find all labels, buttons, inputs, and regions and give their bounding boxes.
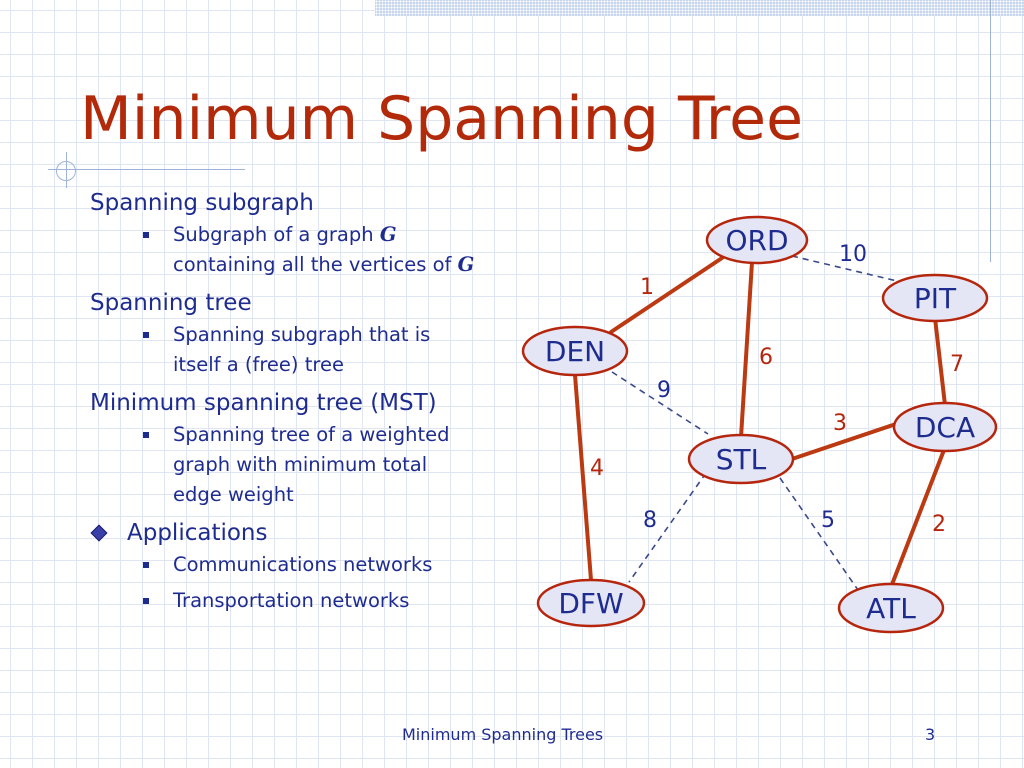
weight-pit-dca: 7	[950, 352, 964, 377]
sub-bullet-text: containing all the vertices of	[173, 253, 458, 276]
edge-den-stl	[611, 371, 709, 435]
sub-bullet-subgraph-definition: Subgraph of a graph G containing all the…	[90, 220, 530, 280]
sub-bullet-text: graph with minimum total	[173, 453, 428, 476]
bullet-text: Spanning tree	[90, 290, 252, 316]
crosshair-ornament-line	[66, 152, 67, 188]
sub-bullet-text: itself a (free) tree	[173, 353, 344, 376]
node-label: STL	[716, 443, 767, 476]
node-label: DEN	[545, 335, 605, 368]
square-bullet-icon	[143, 598, 149, 604]
weight-stl-dfw: 8	[643, 508, 657, 533]
node-stl: STL	[687, 433, 795, 485]
sub-bullet-communications: Communications networks	[90, 550, 530, 580]
bullet-mst: Minimum spanning tree (MST)	[90, 386, 530, 420]
edge-ord-pit	[791, 255, 898, 282]
bullet-text: Applications	[127, 520, 268, 546]
sub-bullet-text: Subgraph of a graph	[173, 223, 380, 246]
node-label: PIT	[914, 282, 957, 315]
graph-symbol: G	[457, 253, 475, 276]
square-bullet-icon	[143, 562, 149, 568]
sub-bullet-transportation: Transportation networks	[90, 586, 530, 616]
edge-pit-dca	[933, 316, 947, 407]
sub-bullet-text: Spanning tree of a weighted	[173, 423, 450, 446]
node-pit: PIT	[881, 273, 989, 323]
bullet-spanning-subgraph: Spanning subgraph	[90, 186, 530, 220]
node-atl: ATL	[837, 582, 945, 634]
edge-dca-atl	[889, 448, 946, 589]
bullet-text: Minimum spanning tree (MST)	[90, 390, 437, 416]
node-label: DCA	[915, 411, 975, 444]
bullet-applications: Applications	[90, 516, 530, 550]
sub-bullet-text: edge weight	[173, 483, 294, 506]
node-dca: DCA	[892, 401, 998, 453]
node-den: DEN	[521, 325, 629, 377]
sub-bullet-mst-definition: Spanning tree of a weighted graph with m…	[90, 420, 530, 510]
title-underline-rule	[48, 169, 245, 170]
weight-den-dfw: 4	[590, 456, 604, 481]
header-decoration-band	[375, 0, 1024, 16]
node-label: ORD	[725, 224, 788, 257]
weight-dca-atl: 2	[932, 512, 946, 537]
sub-bullet-text: Communications networks	[173, 553, 433, 576]
bullet-list: Spanning subgraph Subgraph of a graph G …	[90, 186, 530, 622]
square-bullet-icon	[143, 432, 149, 438]
node-ord: ORD	[705, 215, 809, 265]
square-bullet-icon	[143, 332, 149, 338]
edge-stl-dca	[790, 422, 898, 461]
node-label: DFW	[558, 587, 623, 620]
weight-ord-den: 1	[640, 275, 654, 300]
weight-ord-stl: 6	[759, 345, 773, 370]
right-decoration-rule	[990, 0, 991, 262]
edge-ord-stl	[739, 260, 754, 439]
square-bullet-icon	[143, 232, 149, 238]
weight-den-stl: 9	[657, 378, 671, 403]
node-label: ATL	[866, 592, 916, 625]
slide-title: Minimum Spanning Tree	[80, 84, 803, 154]
edge-stl-atl	[779, 477, 859, 591]
sub-bullet-text: Transportation networks	[173, 589, 410, 612]
sub-bullet-text: Spanning subgraph that is	[173, 323, 431, 346]
edge-ord-den	[609, 256, 724, 334]
weight-stl-atl: 5	[821, 508, 835, 533]
weight-stl-dca: 3	[833, 411, 847, 436]
bullet-text: Spanning subgraph	[90, 190, 314, 216]
bullet-spanning-tree: Spanning tree	[90, 286, 530, 320]
sub-bullet-tree-definition: Spanning subgraph that is itself a (free…	[90, 320, 530, 380]
footer-title: Minimum Spanning Trees	[402, 725, 604, 744]
node-dfw: DFW	[536, 578, 646, 628]
edge-den-dfw	[573, 373, 593, 582]
page-number: 3	[925, 725, 936, 744]
graph-symbol: G	[379, 223, 397, 246]
edge-stl-dfw	[628, 472, 707, 583]
weight-ord-pit: 10	[839, 242, 867, 267]
